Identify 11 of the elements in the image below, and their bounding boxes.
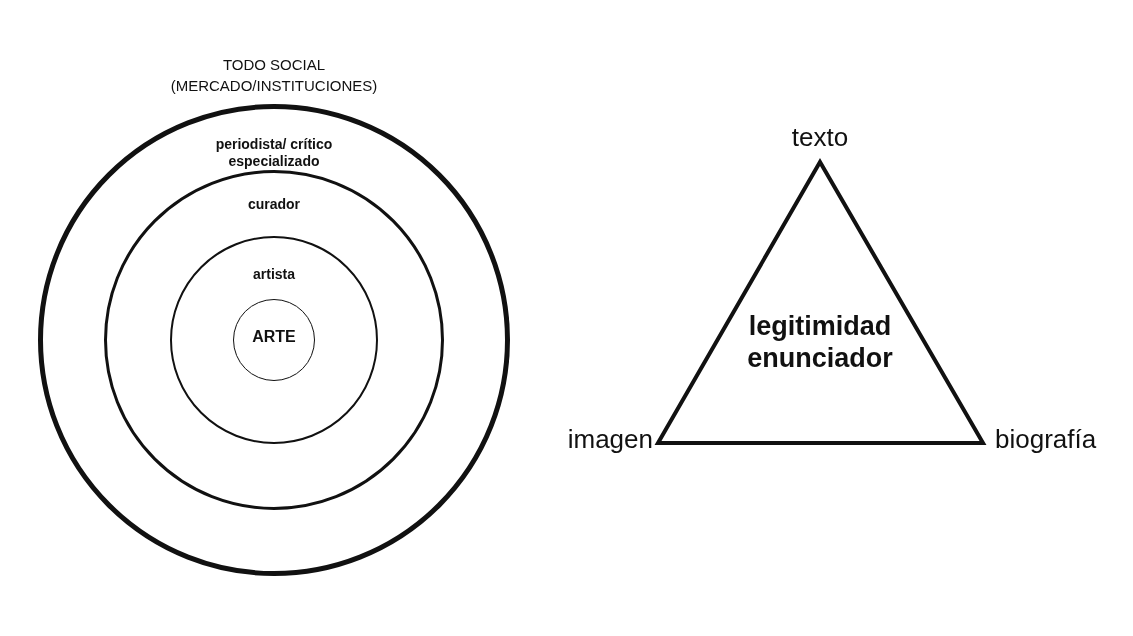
vertex-label: imagen (567, 424, 653, 454)
middle-circle (104, 170, 444, 510)
circle-label: periodista/ crítico especializado (214, 136, 334, 170)
circle-label: artista (253, 266, 295, 283)
heading: TODO SOCIAL (MERCADO/INSTITUCIONES) (169, 55, 379, 96)
inner-circle (170, 236, 378, 444)
vertex-label: texto (791, 122, 849, 152)
circle-label: curador (247, 196, 301, 213)
vertex-label: biografía (995, 424, 1097, 454)
center-label: legitimidad enunciador (746, 310, 894, 374)
circle-label: ARTE (252, 328, 296, 345)
